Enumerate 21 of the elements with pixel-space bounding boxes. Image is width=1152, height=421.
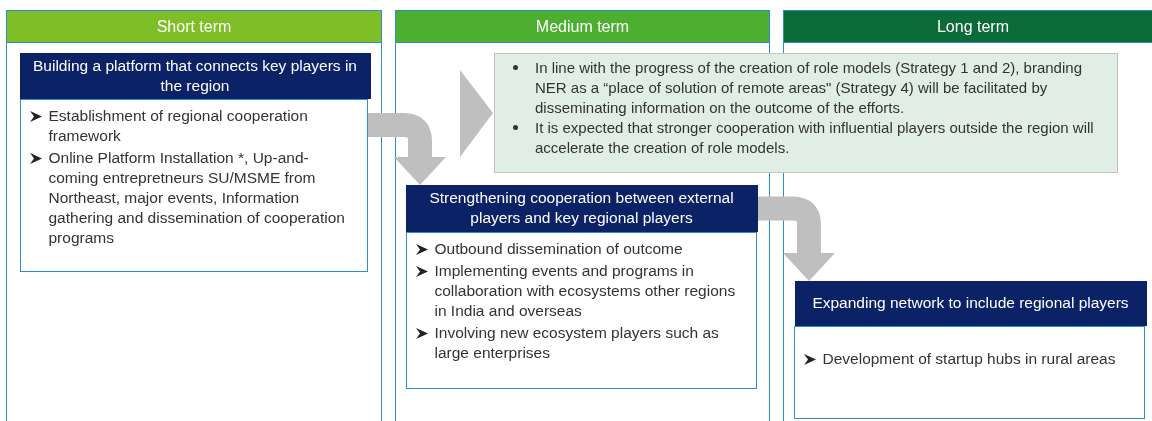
bullet-item: Development of startup hubs in rural areas (822, 349, 1116, 367)
note-box (494, 53, 1118, 173)
title-bar: Expanding network to include regional players (794, 280, 1147, 326)
title-bar: Building a platform that connects key players in the region (19, 52, 371, 99)
chevron-arrow (460, 70, 493, 157)
bullet-item: Outbound dissemination of outcome (434, 239, 683, 257)
list-box (793, 325, 1145, 419)
bullet-item: Online Platform Installation *, Up-and-coming entrepretneurs SU/MSME from Northeast, major events, Information gathering and dissemination of cooperation programs (48, 148, 345, 246)
column-header: Long term (784, 11, 1152, 43)
bullet-item: Involving new ecosystem players such as large enterprises (434, 323, 719, 361)
list-box (19, 98, 368, 272)
bullet-item: Implementing events and programs in collaboration with ecosystems other regions in India and overseas (434, 261, 736, 319)
bullet-item: Establishment of regional cooperation framework (48, 106, 308, 144)
bullet-item: In line with the progress of the creation of role models (Strategy 1 and 2), branding NER as a “place of solution of remote areas" (Strategy 4) will be facilitated by disseminating information on the outcome of the efforts. (535, 59, 1082, 116)
column-header: Short term (7, 11, 381, 43)
title-bar: Strengthening cooperation between external players and key regional players (405, 184, 758, 232)
bullet-item: It is expected that stronger cooperation with influential players outside the region will accelerate the creation of role models. (535, 119, 1094, 156)
list-box (405, 231, 757, 389)
block-arrow (368, 113, 446, 185)
column-panel (6, 10, 382, 421)
column-header: Medium term (396, 11, 769, 43)
